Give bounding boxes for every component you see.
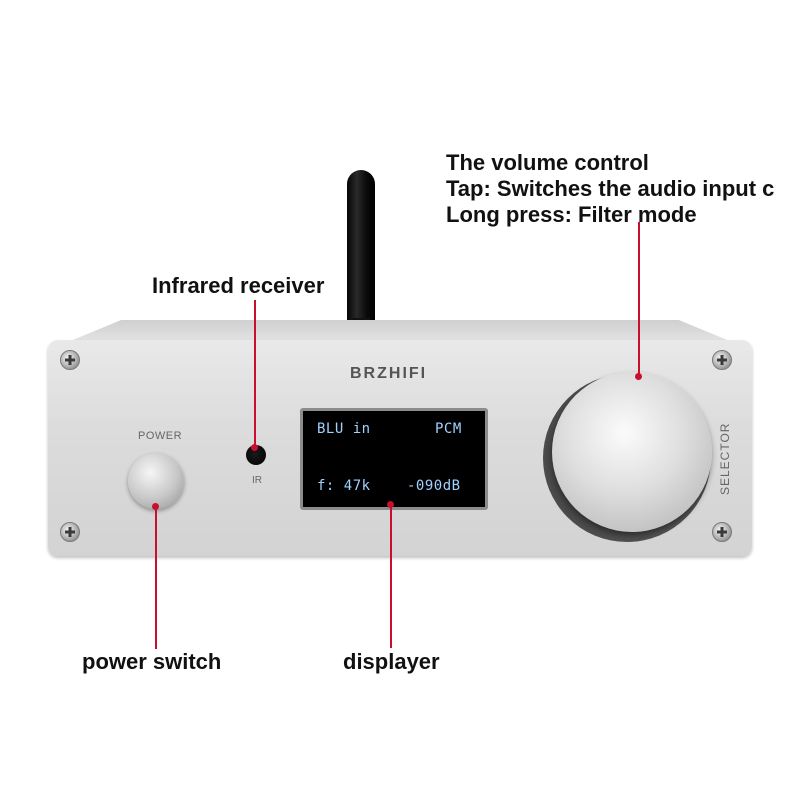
screw-icon [712, 350, 732, 370]
bluetooth-antenna [347, 170, 375, 330]
infrared-pointer-line [254, 300, 256, 448]
power-label: POWER [138, 430, 183, 442]
ir-label: IR [252, 475, 262, 486]
volume-callout-line-3: Long press: Filter mode [446, 202, 697, 227]
selector-label: SELECTOR [718, 422, 732, 495]
volume-selector-knob[interactable] [552, 372, 712, 532]
volume-pointer-line [638, 222, 640, 378]
power-pointer-line [155, 507, 157, 649]
power-switch-knob[interactable] [128, 453, 184, 509]
displayer-callout: displayer [343, 649, 440, 674]
power-pointer-dot [152, 503, 159, 510]
display-frequency-text: f: 47k [317, 478, 371, 494]
device-top-face [68, 320, 732, 342]
volume-callout-line-1: The volume control [446, 150, 649, 175]
power-switch-callout: power switch [82, 649, 222, 674]
volume-callout-line-2: Tap: Switches the audio input c [446, 176, 775, 201]
screw-icon [712, 522, 732, 542]
display-format-text: PCM [435, 421, 462, 437]
infrared-receiver-callout: Infrared receiver [152, 273, 325, 298]
brand-logo: BRZHIFI [350, 365, 428, 382]
oled-display: BLU in PCM f: 47k -090dB [300, 408, 488, 510]
screw-icon [60, 350, 80, 370]
volume-control-callout: The volume control Tap: Switches the aud… [446, 150, 774, 228]
screw-icon [60, 522, 80, 542]
infrared-receiver-window [246, 445, 266, 465]
display-pointer-dot [387, 501, 394, 508]
display-pointer-line [390, 505, 392, 648]
display-input-text: BLU in [317, 421, 371, 437]
volume-pointer-dot [635, 373, 642, 380]
infrared-pointer-dot [251, 444, 258, 451]
display-volume-text: -090dB [407, 478, 461, 494]
